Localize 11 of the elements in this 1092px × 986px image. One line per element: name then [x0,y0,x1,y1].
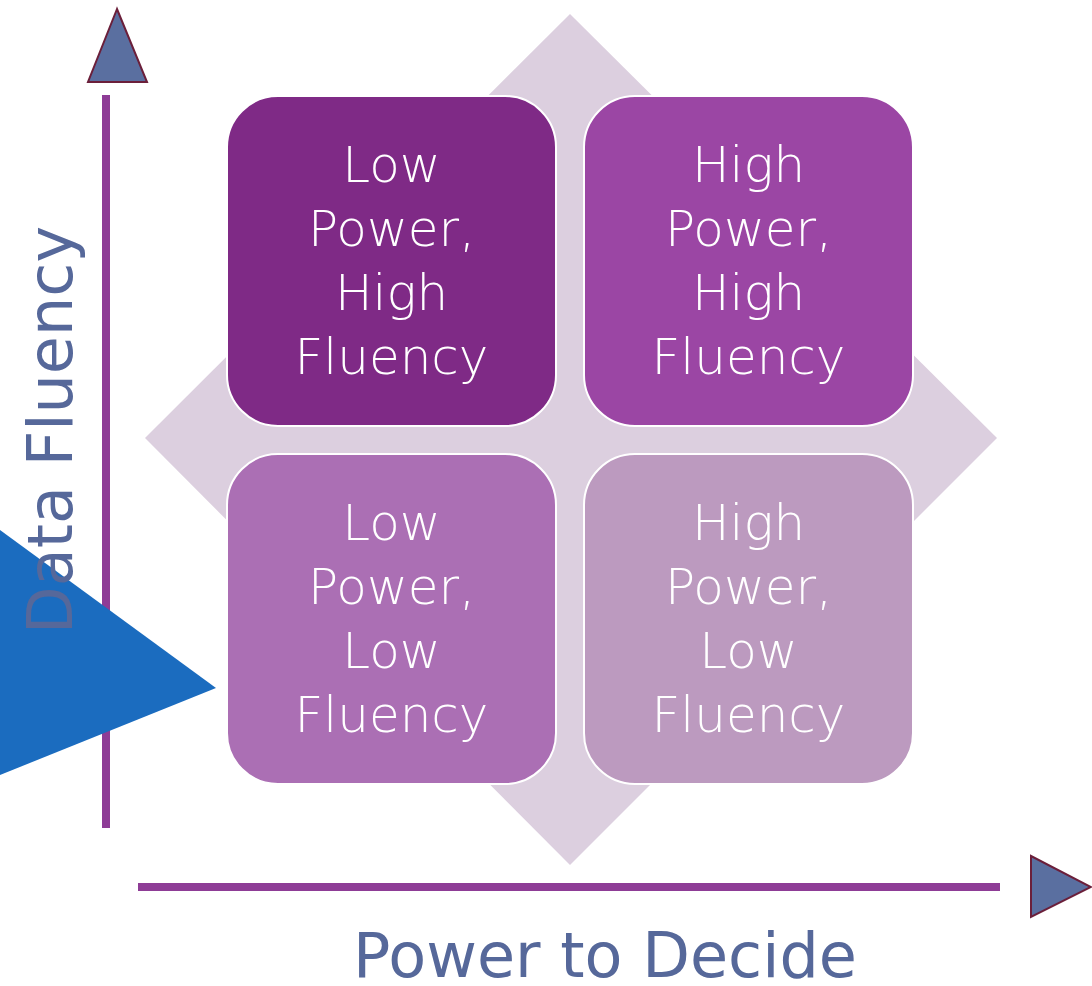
quadrant-box [226,453,557,785]
quadrant-label: Low Power, High Fluency [293,135,490,388]
quadrant-box [583,95,914,427]
quadrant-label: High Power, Low Fluency [650,493,847,746]
quadrant-label: High Power, High Fluency [650,135,847,388]
pointer-arrow [0,530,216,775]
axis-title: Power to Decide [353,918,857,986]
quadrant-label: Low Power, Low Fluency [293,493,490,746]
quadrant-box [583,453,914,785]
axis-title: Data Fluency [13,225,87,635]
quadrant-box [226,95,557,427]
